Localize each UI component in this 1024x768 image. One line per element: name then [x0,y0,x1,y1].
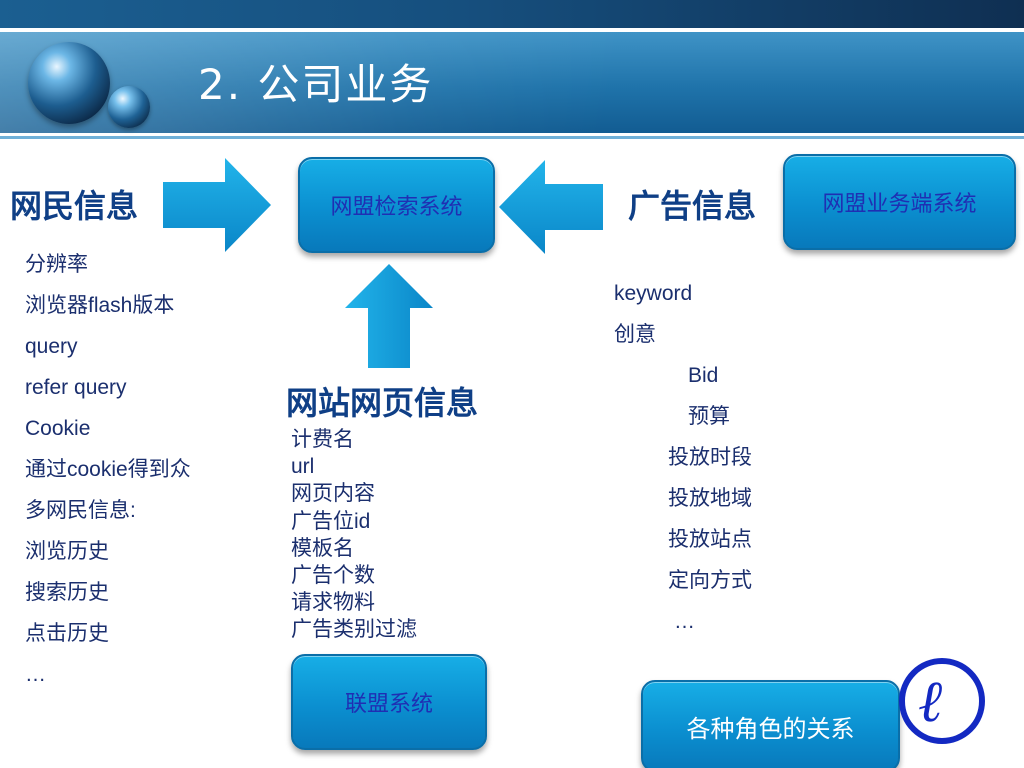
heading-ad-info: 广告信息 [628,187,757,225]
heading-netizen-info: 网民信息 [10,187,139,225]
arrow-right-icon [163,158,271,252]
list-item: Bid [688,364,719,387]
website-info-list: 计费名 url 网页内容 广告位id 模板名 广告个数 请求物料 广告类别过滤 [291,426,417,644]
list-item: 广告位id [291,509,371,533]
business-system-label: 网盟业务端系统 [822,192,977,217]
cursive-e-logo-icon: ℓ [918,667,943,735]
list-item: 浏览历史 [25,540,109,563]
list-item: 投放站点 [668,528,752,551]
list-item: 广告类别过滤 [291,618,417,642]
list-item: … [25,663,46,686]
arrow-up-icon [345,264,433,368]
netizen-info-list: 分辨率 浏览器flash版本 query refer query Cookie … [25,244,191,695]
list-item: … [674,610,695,633]
list-item: 分辨率 [25,253,88,276]
sphere-small-icon [108,86,150,128]
roles-relation-box[interactable]: 各种角色的关系 [641,680,900,768]
list-item: 计费名 [291,428,354,451]
header-sheen [0,32,1024,133]
logo-ring-icon [899,658,985,744]
list-item: 点击历史 [25,622,109,645]
list-item: 网页内容 [291,482,375,506]
header-divider [0,133,1024,136]
list-item: Cookie [25,417,91,440]
list-item: 通过cookie得到众 [25,458,191,481]
list-item: 广告个数 [291,563,375,587]
list-item: refer query [25,376,127,399]
list-item: 请求物料 [291,591,375,615]
list-item: query [25,335,78,358]
list-item: 创意 [614,323,656,346]
list-item: url [291,455,315,479]
alliance-system-box[interactable]: 联盟系统 [291,654,487,750]
header-band [0,32,1024,133]
header-divider-accent [0,136,1024,139]
list-item: 预算 [688,405,730,428]
search-system-box[interactable]: 网盟检索系统 [298,157,495,253]
list-item: 投放时段 [668,446,752,469]
list-item: 浏览器flash版本 [25,294,175,317]
list-item: 投放地域 [668,487,752,510]
heading-website-info: 网站网页信息 [286,384,479,422]
list-item: 搜索历史 [25,581,109,604]
sphere-large-icon [28,42,110,124]
arrow-left-icon [499,160,603,254]
list-item: 定向方式 [668,569,752,592]
list-item: keyword [614,282,693,305]
list-item: 模板名 [291,536,354,560]
ad-info-list: keyword 创意 Bid 预算 投放时段 投放地域 投放站点 定向方式 … [614,273,752,642]
roles-relation-label: 各种角色的关系 [686,714,855,743]
slide-title: 2. 公司业务 [198,60,434,109]
top-stripe [0,0,1024,28]
alliance-system-label: 联盟系统 [344,692,433,717]
search-system-label: 网盟检索系统 [330,195,463,220]
list-item: 多网民信息: [25,499,136,522]
top-gap [0,28,1024,32]
business-system-box[interactable]: 网盟业务端系统 [783,154,1016,250]
